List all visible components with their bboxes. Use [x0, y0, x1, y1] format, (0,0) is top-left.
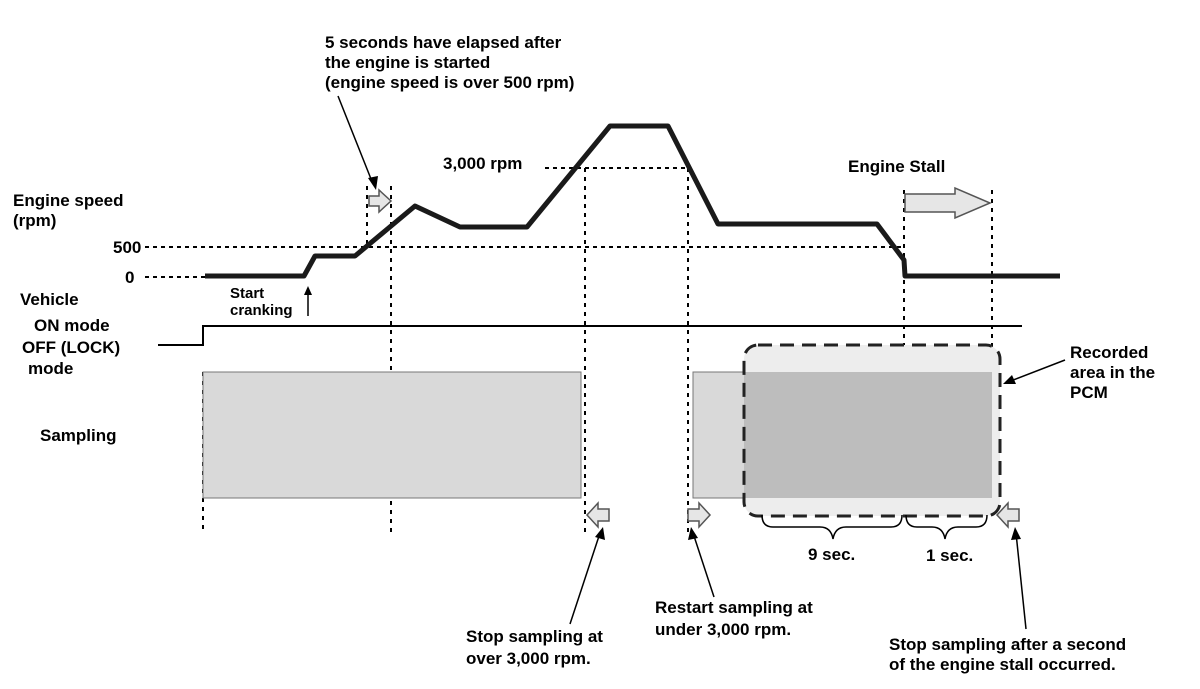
recorded-area-inner [744, 372, 992, 498]
stop-over-leader-head [595, 527, 605, 540]
elapsed-marker-arrow [368, 188, 393, 214]
stop-sampling-arrow [585, 501, 610, 529]
top-note-line1: 5 seconds have elapsed after [325, 33, 562, 52]
rpm-3000-label: 3,000 rpm [443, 154, 522, 173]
stop-after-leader-head [1011, 527, 1021, 540]
stop-over-label-line1: Stop sampling at [466, 627, 603, 646]
top-note-leader-head [368, 176, 378, 190]
vehicle-label: Vehicle [20, 290, 79, 309]
recorded-leader [1007, 359, 1066, 383]
stop-over-label-line2: over 3,000 rpm. [466, 649, 591, 668]
one-sec-brace [905, 514, 988, 540]
off-lock-label: OFF (LOCK) [22, 338, 120, 357]
top-note-leader [337, 95, 374, 185]
engine-stall-label: Engine Stall [848, 157, 945, 176]
recorded-label-line1: Recorded [1070, 343, 1148, 362]
recorded-leader-head [1003, 375, 1016, 384]
top-note-line2: the engine is started [325, 53, 490, 72]
recorded-area-outline [742, 343, 1002, 518]
nine-sec-brace [761, 514, 903, 540]
cranking-label: cranking [230, 302, 293, 319]
top-note-line3: (engine speed is over 500 rpm) [325, 73, 574, 92]
stop-after-leader [1015, 532, 1027, 630]
vehicle-mode-line [158, 325, 1022, 346]
stop-after-label-line1: Stop sampling after a second [889, 635, 1126, 654]
restart-sampling-arrow [687, 501, 712, 529]
restart-label-line2: under 3,000 rpm. [655, 620, 791, 639]
restart-leader-head [688, 527, 698, 540]
engine-speed-curve [205, 123, 1060, 279]
stop-after-label-line2: of the engine stall occurred. [889, 655, 1116, 674]
rpm-500-label: 500 [113, 238, 141, 257]
start-label: Start [230, 285, 264, 302]
recorded-label-line3: PCM [1070, 383, 1108, 402]
engine-speed-unit: (rpm) [13, 211, 56, 230]
stop-after-stall-arrow [995, 501, 1020, 529]
sampling-label: Sampling [40, 426, 117, 445]
restart-label-line1: Restart sampling at [655, 598, 813, 617]
recorded-label-line2: area in the [1070, 363, 1155, 382]
stop-over-leader [569, 532, 601, 625]
mode-label: mode [28, 359, 73, 378]
restart-leader [692, 532, 715, 598]
start-cranking-arrow-head [304, 286, 312, 295]
engine-stall-arrow [904, 186, 992, 220]
one-sec-label: 1 sec. [926, 546, 973, 565]
on-mode-label: ON mode [34, 316, 110, 335]
engine-speed-label: Engine speed [13, 191, 124, 210]
rpm-0-label: 0 [125, 268, 134, 287]
sampling-box-1 [202, 371, 582, 499]
nine-sec-label: 9 sec. [808, 545, 855, 564]
